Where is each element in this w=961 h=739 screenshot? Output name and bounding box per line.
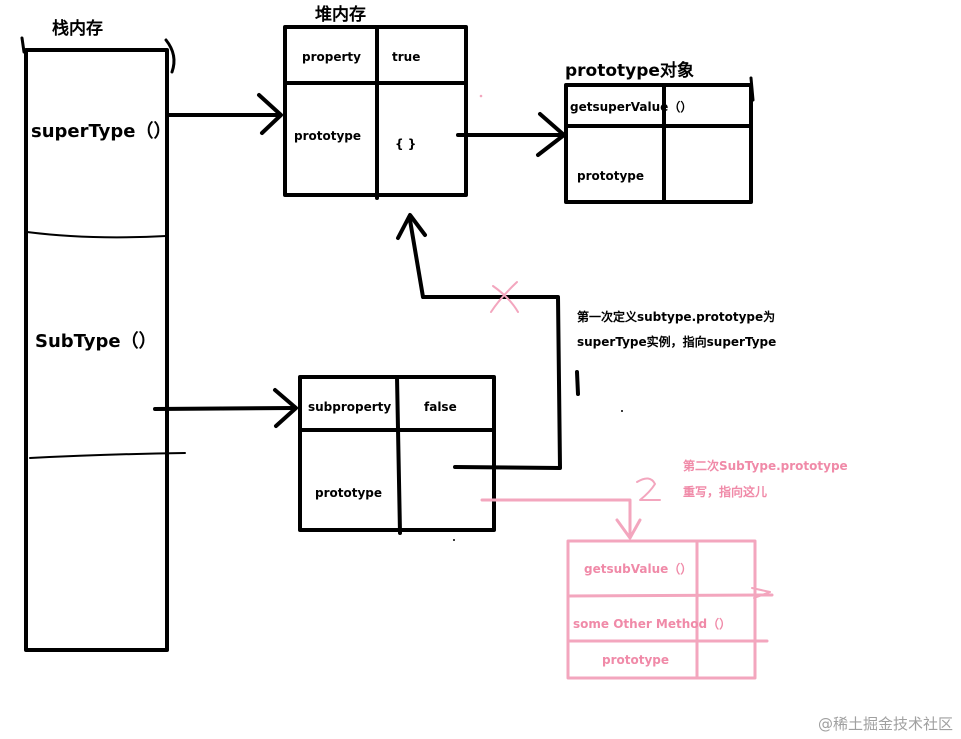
proto-object-title: prototype对象 <box>565 60 694 81</box>
note-first-line2: superType实例，指向superType <box>577 334 776 349</box>
proto-getsupervalue: getsuperValue（） <box>570 99 692 114</box>
arrow-heap-to-proto <box>456 112 566 157</box>
cross-mark <box>490 281 519 313</box>
arrow-stack-to-subinstance <box>153 388 298 428</box>
stack-item-supertype: superType（） <box>31 121 171 142</box>
arrow-stack-to-heap <box>166 93 283 135</box>
new-prototype-object: getsubValue（） some Other Method（） protot… <box>566 539 774 680</box>
stack-title: 栈内存 <box>52 18 103 39</box>
proto-object-box <box>564 83 753 204</box>
stack-memory: 栈内存 superType（） SubType（） <box>20 18 186 652</box>
watermark: @稀土掘金技术社区 <box>818 715 953 733</box>
new-proto-prototype: prototype <box>602 653 669 667</box>
note-second-line1: 第二次SubType.prototype <box>683 458 848 473</box>
new-proto-box <box>566 539 757 680</box>
new-proto-getsubvalue: getsubValue（） <box>584 561 692 576</box>
subtype-prototype-key: prototype <box>315 486 382 500</box>
note-first-line1: 第一次定义subtype.prototype为 <box>577 309 775 324</box>
arrow-first-prototype-link <box>396 213 580 470</box>
arrow-second-prototype-link <box>480 477 661 540</box>
heap-property-value: true <box>392 50 420 64</box>
subproperty-key: subproperty <box>308 400 391 414</box>
heap-object: 堆内存 property true prototype { } <box>283 4 468 200</box>
new-proto-other-method: some Other Method（） <box>573 616 731 631</box>
stack-box <box>24 48 169 652</box>
supertype-prototype-object: prototype对象 getsuperValue（） prototype <box>564 60 755 204</box>
stack-item-subtype: SubType（） <box>35 331 157 352</box>
heap-title: 堆内存 <box>315 4 366 25</box>
subtype-instance: subproperty false prototype <box>298 375 496 535</box>
stack-divider <box>26 231 167 239</box>
heap-prototype-key: prototype <box>294 129 361 143</box>
heap-property-key: property <box>302 50 361 64</box>
proto-object-prototype: prototype <box>577 169 644 183</box>
subproperty-value: false <box>424 400 457 414</box>
stack-divider <box>29 452 186 459</box>
heap-prototype-value: { } <box>395 137 416 151</box>
note-second-line2: 重写，指向这儿 <box>683 484 767 499</box>
